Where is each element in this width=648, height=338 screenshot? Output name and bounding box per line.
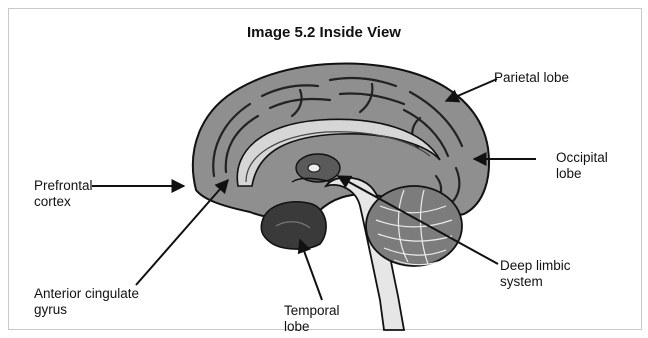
label-parietal-lobe: Parietal lobe	[494, 70, 569, 86]
label-deep-limbic-system: Deep limbic system	[500, 258, 571, 290]
parietal-arrow	[446, 79, 497, 101]
cerebellum-shape	[366, 186, 462, 266]
label-temporal-lobe: Temporal lobe	[284, 303, 340, 335]
temporal-lobe-shape	[261, 202, 326, 249]
anterior-cingulate-arrow	[136, 180, 228, 285]
label-anterior-cingulate-gyrus: Anterior cingulate gyrus	[34, 286, 139, 318]
label-prefrontal-cortex: Prefrontal cortex	[34, 178, 93, 210]
temporal-arrow	[300, 240, 322, 300]
label-occipital-lobe: Occipital lobe	[556, 150, 608, 182]
